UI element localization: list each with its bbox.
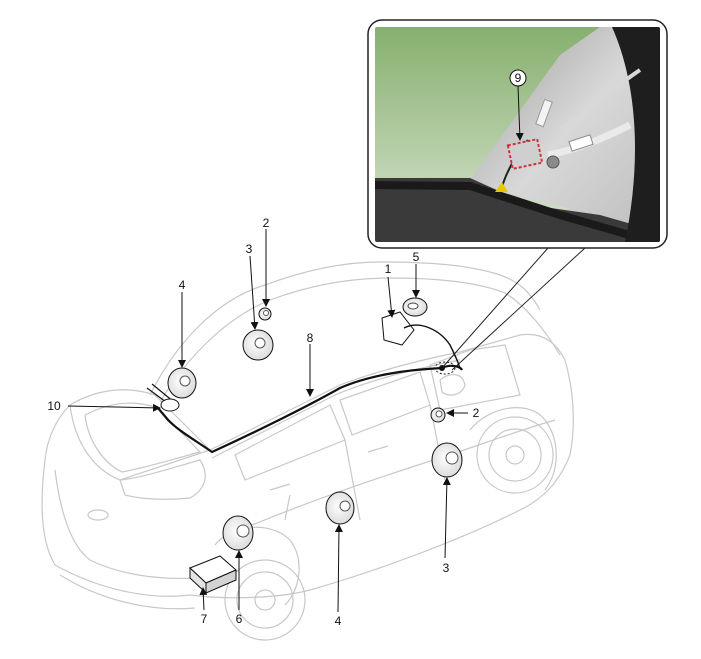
antenna-cable xyxy=(157,364,463,454)
module-component-7 xyxy=(189,555,237,595)
antenna-component-10 xyxy=(146,383,180,412)
vehicle-outline xyxy=(41,261,574,641)
callout-10-label: 10 xyxy=(47,399,61,413)
callout-4-label-bottom: 4 xyxy=(335,614,342,628)
callout-7-label: 7 xyxy=(201,612,208,626)
callout-6-label: 6 xyxy=(236,612,243,626)
callout-2-label-side: 2 xyxy=(473,406,480,420)
audio-unit-component-1 xyxy=(381,311,461,369)
callout-1-label: 1 xyxy=(385,262,392,276)
callout-leaders xyxy=(67,229,468,613)
inset-leader-lines xyxy=(434,247,586,375)
speaker-component-6 xyxy=(222,515,254,551)
callout-2-label-top: 2 xyxy=(263,216,270,230)
callout-9-label: 9 xyxy=(515,71,522,85)
speaker-component-4-door xyxy=(325,491,355,525)
cable-connector-dot xyxy=(439,365,445,371)
speaker-component-4-roof xyxy=(167,367,197,399)
callout-4-label-top: 4 xyxy=(179,278,186,292)
speaker-component-3-front xyxy=(431,442,463,478)
callout-3-label-bottom: 3 xyxy=(443,561,450,575)
speaker-component-3-rear xyxy=(242,329,274,361)
speaker-component-5 xyxy=(402,297,428,317)
speaker-component-2-rear xyxy=(258,307,272,321)
speaker-component-2-front xyxy=(430,407,446,423)
callout-numbers: 1 2 2 3 3 4 4 5 6 7 8 10 xyxy=(47,216,479,628)
callout-5-label: 5 xyxy=(413,250,420,264)
callout-8-label: 8 xyxy=(307,331,314,345)
detail-photo-inset: 9 xyxy=(367,19,668,249)
callout-3-label-top: 3 xyxy=(246,242,253,256)
